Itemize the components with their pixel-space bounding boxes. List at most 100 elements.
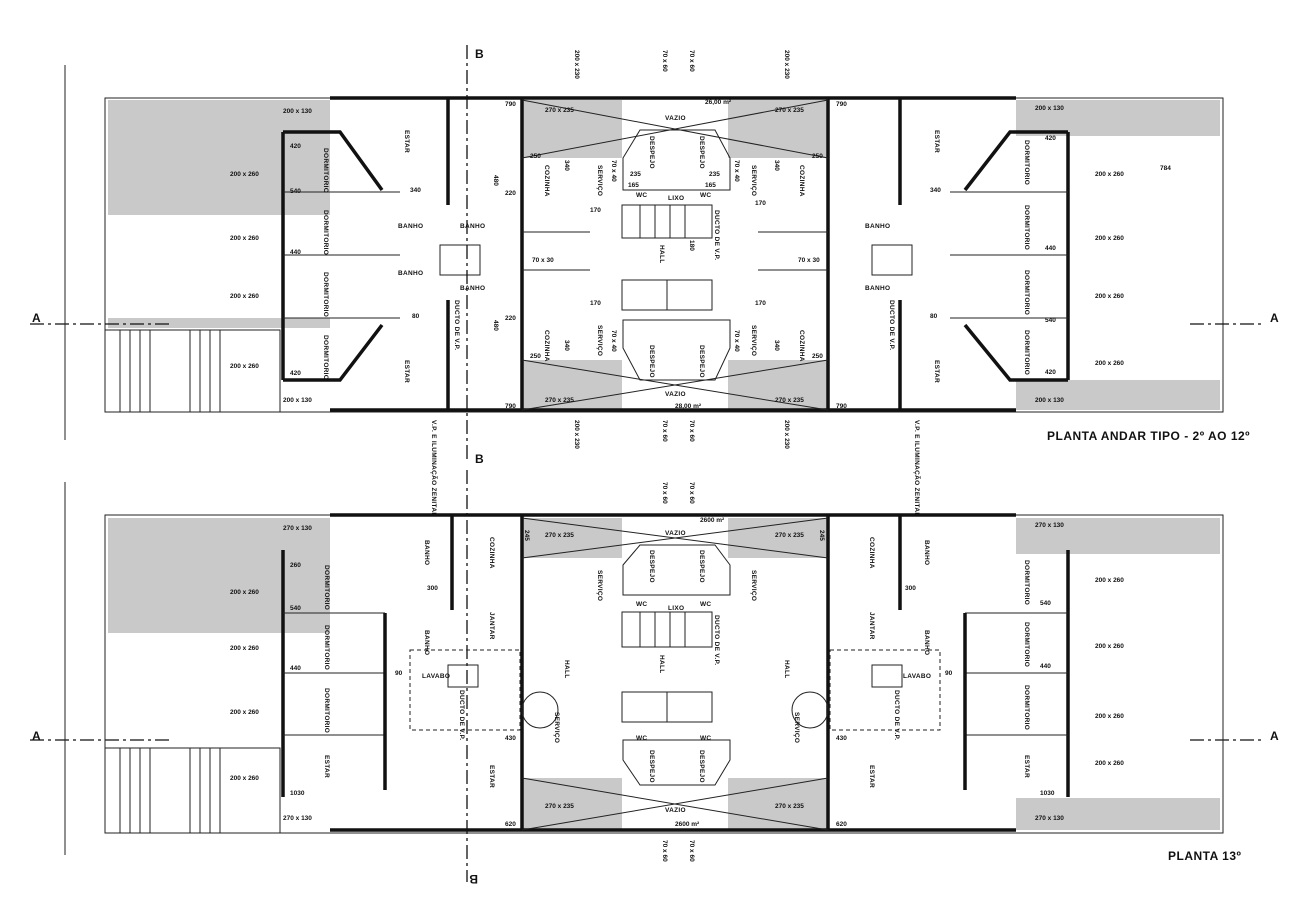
dimension-label: 200 x 130 — [283, 108, 312, 115]
dimension-label: 790 — [836, 403, 847, 410]
room-label: DORMITORIO — [322, 210, 329, 255]
skylight-label: V.P. E ILUMINAÇÃO ZENITAL — [913, 420, 922, 517]
dimension-label: 200 x 260 — [1095, 235, 1124, 242]
room-label: DUCTO DE V.P. — [713, 615, 720, 665]
garden-area-right-top — [1016, 518, 1220, 554]
room-label: BANHO — [923, 540, 930, 565]
section-marker: B — [469, 872, 478, 886]
room-label: WC — [700, 735, 711, 742]
dimension-label: 270 x 130 — [1035, 815, 1064, 822]
garden-area-left — [108, 518, 330, 633]
dimension-label: 540 — [290, 605, 301, 612]
dimension-label: 200 x 260 — [230, 235, 259, 242]
skylight-label: V.P. E ILUMINAÇÃO ZENITAL — [430, 420, 439, 517]
room-label: DORMITORIO — [1023, 622, 1030, 667]
room-label: LIXO — [668, 195, 684, 202]
dimension-label: 220 — [505, 190, 516, 197]
despejo-block-bottom — [622, 319, 731, 381]
room-label: SERVIÇO — [596, 325, 603, 356]
despejo-block-bottom — [622, 739, 731, 786]
lavabo-area — [409, 649, 521, 731]
room-label: LAVABO — [422, 673, 450, 680]
duct — [447, 664, 479, 688]
room-label: JANTAR — [488, 612, 495, 640]
room-label: ESTAR — [933, 360, 940, 383]
section-marker: A — [1270, 729, 1279, 743]
dimension-label: 70 x 60 — [688, 420, 695, 442]
dimension-label: 170 — [755, 200, 766, 207]
room-label: DUCTO DE V.P. — [888, 300, 895, 350]
dimension-label: 200 x 260 — [230, 171, 259, 178]
spiral-stair — [521, 691, 559, 729]
room-label: BANHO — [460, 285, 485, 292]
room-label: VAZIO — [665, 115, 686, 122]
room-label: DUCTO DE V.P. — [713, 210, 720, 260]
dimension-label: 270 x 235 — [545, 397, 574, 404]
room-label: ESTAR — [403, 360, 410, 383]
dimension-label: 200 x 260 — [230, 589, 259, 596]
garden-strip — [108, 318, 330, 328]
dimension-label: 200 x 130 — [1035, 105, 1064, 112]
dimension-label: 200 x 230 — [783, 420, 790, 449]
entrance-stairs — [104, 329, 281, 413]
dimension-label: 200 x 130 — [283, 397, 312, 404]
dimension-label: 340 — [563, 160, 570, 171]
room-label: COZINHA — [543, 165, 550, 197]
room-label: DESPEJO — [698, 136, 705, 169]
dimension-label: 270 x 235 — [545, 803, 574, 810]
section-marker: A — [32, 729, 41, 743]
room-label: DORMITORIO — [1023, 205, 1030, 250]
dimension-label: 250 — [812, 353, 823, 360]
dimension-label: 270 x 130 — [283, 525, 312, 532]
room-label: DORMITORIO — [322, 272, 329, 317]
room-label: COZINHA — [798, 330, 805, 362]
room-label: HALL — [658, 245, 665, 264]
area-label: 28,00 m² — [675, 403, 702, 410]
section-marker: A — [1270, 311, 1279, 325]
room-label: SERVIÇO — [793, 712, 800, 743]
floor-13-plan: DORMITORIO DORMITORIO DORMITORIO DORMITO… — [104, 420, 1241, 863]
garden-area-right-bottom — [1016, 798, 1220, 830]
dimension-label: 270 x 235 — [545, 532, 574, 539]
room-label: BANHO — [398, 270, 423, 277]
dimension-label: 80 — [412, 313, 420, 320]
dimension-label: 200 x 260 — [230, 775, 259, 782]
room-label: ESTAR — [323, 755, 330, 778]
room-label: BANHO — [460, 223, 485, 230]
room-label: HALL — [658, 655, 665, 674]
room-label: DESPEJO — [698, 550, 705, 583]
room-label: SERVIÇO — [553, 712, 560, 743]
room-label: SERVIÇO — [596, 165, 603, 196]
dimension-label: 70 x 60 — [661, 840, 668, 862]
dimension-label: 220 — [505, 315, 516, 322]
dimension-label: 340 — [773, 340, 780, 351]
dimension-label: 784 — [1160, 165, 1171, 172]
room-label: LIXO — [668, 605, 684, 612]
plan-title: PLANTA ANDAR TIPO - 2º AO 12º — [1047, 429, 1250, 443]
dimension-label: 480 — [492, 175, 499, 186]
dimension-label: 200 x 260 — [1095, 760, 1124, 767]
dimension-label: 200 x 260 — [230, 645, 259, 652]
dimension-label: 170 — [755, 300, 766, 307]
dimension-label: 420 — [1045, 135, 1056, 142]
dimension-label: 790 — [836, 101, 847, 108]
dimension-label: 250 — [812, 153, 823, 160]
dimension-label: 250 — [530, 153, 541, 160]
dimension-label: 70 x 30 — [532, 257, 554, 264]
dimension-label: 260 — [290, 562, 301, 569]
dimension-label: 270 x 130 — [283, 815, 312, 822]
room-label: ESTAR — [488, 765, 495, 788]
room-label: COZINHA — [543, 330, 550, 362]
room-label: WC — [636, 192, 647, 199]
dimension-label: 70 x 60 — [688, 50, 695, 72]
dimension-label: 200 x 260 — [1095, 293, 1124, 300]
dimension-label: 620 — [836, 821, 847, 828]
room-label: DORMITORIO — [1023, 685, 1030, 730]
dimension-label: 440 — [290, 249, 301, 256]
dimension-label: 340 — [773, 160, 780, 171]
room-label: DORMITORIO — [1023, 560, 1030, 605]
dimension-label: 440 — [290, 665, 301, 672]
room-label: BANHO — [923, 630, 930, 655]
dimension-label: 790 — [505, 101, 516, 108]
dimension-label: 540 — [290, 188, 301, 195]
